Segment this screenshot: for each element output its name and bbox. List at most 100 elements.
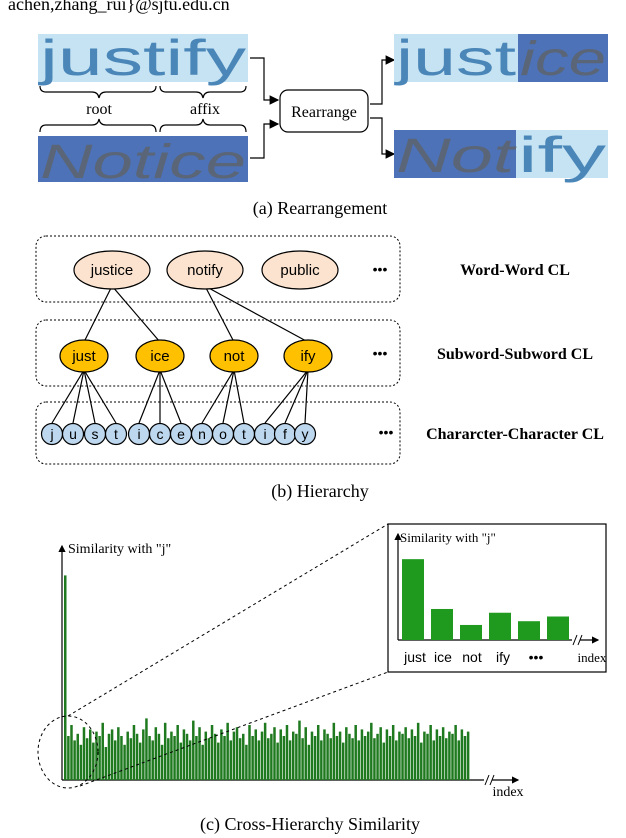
subword-node-label: ice — [150, 348, 169, 365]
main-bar — [348, 733, 351, 780]
main-bar — [310, 731, 314, 780]
main-bar — [329, 738, 332, 780]
zoom-ellipse — [37, 715, 99, 789]
main-bar — [195, 736, 198, 780]
main-bar — [113, 740, 117, 780]
main-bar — [145, 718, 148, 780]
word-node — [166, 250, 244, 290]
character-node-label: u — [69, 426, 77, 442]
edge-subword-character — [264, 369, 309, 424]
main-bar — [220, 729, 223, 780]
main-bar — [198, 727, 201, 780]
main-bar — [298, 720, 301, 780]
main-bar — [429, 725, 432, 780]
main-bar — [295, 733, 298, 780]
inset-bar — [489, 612, 511, 640]
main-bar — [201, 744, 204, 780]
main-bar — [64, 575, 67, 780]
main-bar — [76, 733, 79, 780]
edge-word-subword — [204, 285, 309, 343]
main-bar — [104, 747, 108, 780]
main-bar — [279, 729, 282, 780]
main-bar — [460, 729, 464, 780]
character-node-label: c — [157, 426, 164, 442]
main-bar — [366, 731, 370, 780]
edge-subword-character — [201, 369, 235, 424]
rearrange-label: Rearrange — [291, 104, 357, 121]
main-bar — [385, 729, 389, 780]
main-bar — [395, 740, 398, 780]
main-bar — [95, 731, 98, 780]
output-ify: ify — [518, 127, 606, 183]
main-bar — [213, 733, 217, 780]
main-bar — [79, 744, 83, 780]
output-ice: ice — [520, 33, 606, 86]
word-node-label: public — [280, 262, 320, 279]
main-bar — [404, 727, 407, 780]
main-bar — [357, 740, 361, 780]
main-bar — [226, 722, 229, 780]
main-bar — [438, 736, 442, 780]
main-bar — [98, 736, 101, 780]
main-bar — [466, 731, 470, 780]
main-bar — [173, 736, 176, 780]
axis-break-inset — [572, 634, 583, 646]
edge-word-subword — [111, 285, 161, 343]
inset-frame — [387, 523, 607, 673]
zoom-line-top — [67, 523, 389, 717]
main-bar — [401, 733, 404, 780]
main-bar — [263, 722, 267, 780]
edge-word-subword — [204, 285, 235, 343]
main-bar — [232, 731, 236, 780]
main-bar — [254, 729, 258, 780]
output-justice-root — [394, 34, 518, 82]
character-node-label: i — [137, 426, 140, 442]
main-bar — [407, 738, 411, 780]
main-bar — [320, 740, 323, 780]
main-bar — [360, 729, 364, 780]
brace-affix — [159, 85, 247, 99]
main-bar — [163, 722, 167, 780]
edge-subword-character — [222, 369, 235, 424]
main-bar — [335, 736, 339, 780]
main-bar — [151, 740, 154, 780]
inset-tick-label: ify — [496, 649, 510, 665]
main-bar — [301, 738, 304, 780]
main-bar — [207, 738, 211, 780]
main-bar — [101, 722, 104, 780]
main-bar — [388, 736, 392, 780]
main-bar — [338, 731, 342, 780]
main-bar — [432, 740, 436, 780]
inset-tick-label: not — [462, 649, 482, 665]
main-bar — [67, 736, 70, 780]
main-bars — [64, 575, 470, 780]
main-bar — [423, 731, 426, 780]
edge-subword-character — [51, 369, 85, 424]
main-bar — [85, 738, 89, 780]
edge-subword-character — [72, 369, 85, 424]
edge-subword-character — [233, 369, 245, 424]
main-bar — [242, 733, 245, 780]
main-bar — [245, 744, 248, 780]
main-bar — [160, 744, 164, 780]
main-bar — [223, 736, 226, 780]
subword-node-label: ify — [301, 348, 317, 365]
ellipsis-subword: ••• — [373, 345, 388, 361]
edge-subword-character — [83, 369, 96, 424]
main-bar — [120, 736, 123, 780]
main-bar — [307, 744, 311, 780]
main-bar — [276, 742, 279, 780]
inset-bar — [402, 559, 424, 640]
main-bar — [354, 725, 357, 780]
caption-c: (c) Cross-Hierarchy Similarity — [200, 814, 420, 835]
main-bar — [426, 733, 429, 780]
main-bar — [288, 740, 292, 780]
inset-bar — [460, 624, 482, 640]
subword-node-label: not — [224, 348, 246, 365]
word-justify: justify — [37, 30, 246, 86]
word-notice: Notice — [40, 136, 246, 189]
main-bar — [323, 729, 326, 780]
main-bar — [88, 729, 92, 780]
character-node-label: e — [177, 426, 185, 442]
